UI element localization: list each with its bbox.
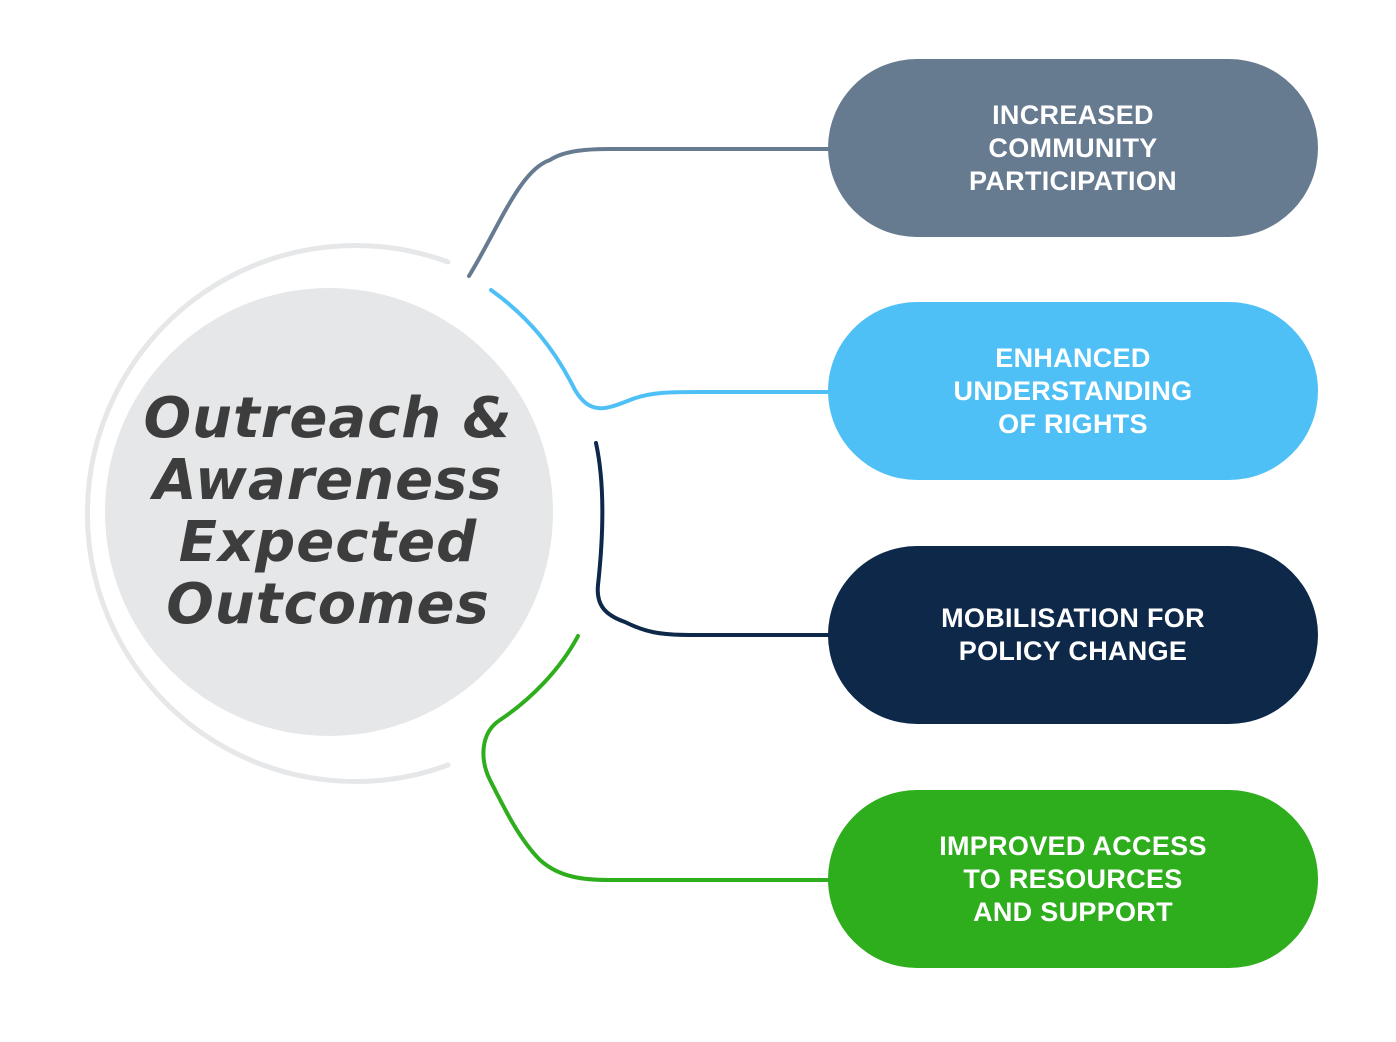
outcome-pill-access-resources: IMPROVED ACCESS TO RESOURCES AND SUPPORT [828, 790, 1318, 968]
outcome-label: IMPROVED ACCESS TO RESOURCES AND SUPPORT [939, 830, 1207, 927]
outcome-pill-understanding-rights: ENHANCED UNDERSTANDING OF RIGHTS [828, 302, 1318, 480]
outcome-label: ENHANCED UNDERSTANDING OF RIGHTS [953, 342, 1193, 439]
outer-ring-arc [84, 243, 451, 784]
connector-2 [489, 288, 830, 411]
outcome-pill-community-participation: INCREASED COMMUNITY PARTICIPATION [828, 59, 1318, 237]
connector-1 [467, 147, 830, 278]
outcome-pill-policy-change: MOBILISATION FOR POLICY CHANGE [828, 546, 1318, 724]
outcome-label: MOBILISATION FOR POLICY CHANGE [941, 603, 1205, 666]
center-title: Outreach & Awareness Expected Outcomes [105, 289, 551, 735]
outcome-label: INCREASED COMMUNITY PARTICIPATION [969, 99, 1177, 196]
center-circle [105, 288, 553, 736]
connector-4 [481, 634, 830, 882]
center-title-text: Outreach & Awareness Expected Outcomes [143, 386, 513, 637]
connector-3 [594, 441, 830, 637]
